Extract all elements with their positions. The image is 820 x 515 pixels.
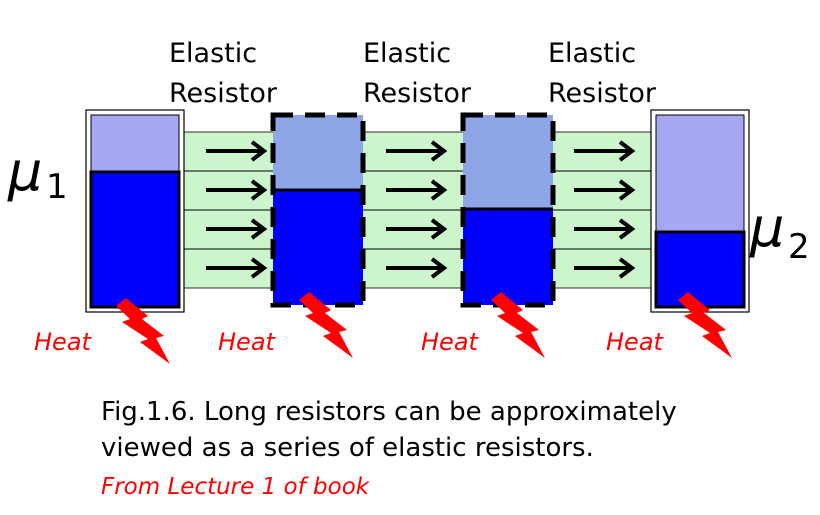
elastic-resistor-2-fill <box>463 209 553 305</box>
elastic-resistor-1 <box>270 112 366 308</box>
resistor-label-1-line2: Resistor <box>169 78 278 109</box>
mu1-subscript: 1 <box>46 167 68 207</box>
heat-label-3: Heat <box>421 328 480 356</box>
elastic-resistor-2 <box>460 112 556 308</box>
channel-lines <box>180 170 658 250</box>
mu2-subscript: 2 <box>788 227 810 267</box>
resistor-label-3-line1: Elastic <box>548 38 636 69</box>
heat-label-4: Heat <box>606 328 665 356</box>
mu2-symbol: μ <box>749 196 784 259</box>
right-contact-fill <box>654 230 746 309</box>
caption-source: From Lecture 1 of book <box>101 474 371 500</box>
caption-line-1: Fig.1.6. Long resistors can be approxima… <box>101 397 677 427</box>
resistor-label-2-line1: Elastic <box>363 38 451 69</box>
mu1-symbol: μ <box>7 140 42 203</box>
left-contact <box>85 109 185 313</box>
right-contact <box>650 109 750 313</box>
elastic-resistor-1-fill <box>273 190 363 305</box>
left-contact-fill <box>89 170 181 309</box>
heat-label-1: Heat <box>34 328 93 356</box>
resistor-label-1-line1: Elastic <box>169 38 257 69</box>
heat-label-2: Heat <box>218 328 277 356</box>
resistor-label-3-line2: Resistor <box>548 78 657 109</box>
resistor-label-2-line2: Resistor <box>363 78 472 109</box>
caption-line-2: viewed as a series of elastic resistors. <box>101 433 594 463</box>
